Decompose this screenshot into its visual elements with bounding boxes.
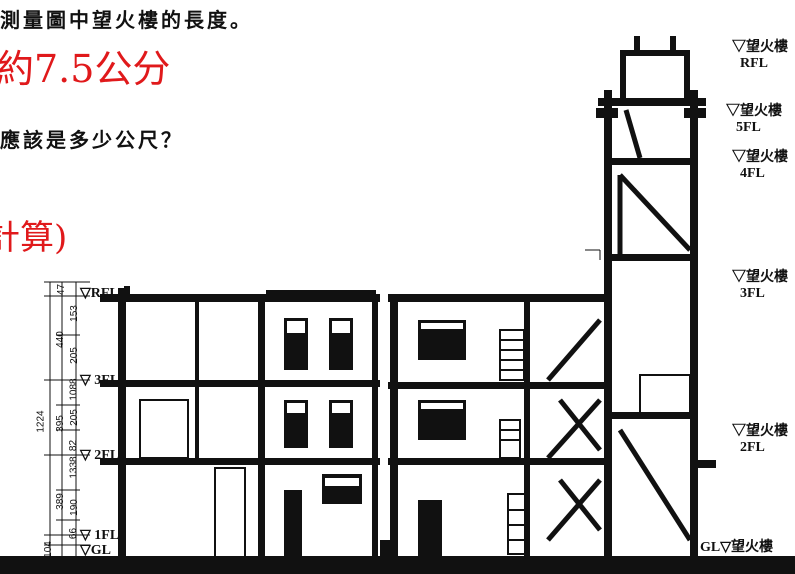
tower-4fl-name: ▽望火樓: [732, 150, 788, 165]
dim-1088: 1088: [68, 378, 80, 401]
tower-2fl-name: ▽望火樓: [732, 424, 788, 439]
dim-104: 104: [42, 541, 54, 558]
dim-153: 153: [68, 305, 80, 322]
answer-calculation: 計算): [0, 218, 68, 258]
level-gl-left: ▽GL: [80, 543, 111, 558]
tower-5fl-name: ▽望火樓: [726, 104, 782, 119]
question-line-1: 測量圖中望火樓的長度。: [0, 8, 253, 32]
tower-5fl-level: 5FL: [736, 120, 761, 135]
dim-total: 1224: [35, 410, 47, 433]
tower-3fl-level: 3FL: [740, 286, 765, 301]
dim-190: 190: [68, 499, 80, 516]
dim-395: 395: [54, 415, 66, 432]
tower-2fl-level: 2FL: [740, 440, 765, 455]
tower-rfl-level: RFL: [740, 56, 768, 71]
dim-82a: 82: [68, 439, 80, 452]
dim-389: 389: [54, 493, 66, 510]
dim-1338: 1338: [68, 456, 80, 479]
level-3fl-left: ▽ 3FL: [80, 373, 120, 388]
tower-rfl-name: ▽望火樓: [732, 40, 788, 55]
dim-66: 66: [68, 527, 80, 540]
dim-205a: 205: [68, 347, 80, 364]
answer-length-cm: 約7.5公分: [0, 47, 171, 91]
level-2fl-left: ▽ 2FL: [80, 448, 120, 463]
level-1fl-left: ▽ 1FL: [80, 528, 120, 543]
tower-4fl-level: 4FL: [740, 166, 765, 181]
level-rfl-left: ▽RFL: [80, 286, 119, 301]
dim-205b: 205: [68, 409, 80, 426]
question-line-2: 應該是多少公尺？: [0, 128, 184, 152]
tower-gl-name: GL▽望火樓: [700, 540, 773, 555]
tower-3fl-name: ▽望火樓: [732, 270, 788, 285]
dim-47: 47: [56, 283, 68, 296]
dim-440: 440: [54, 331, 66, 348]
